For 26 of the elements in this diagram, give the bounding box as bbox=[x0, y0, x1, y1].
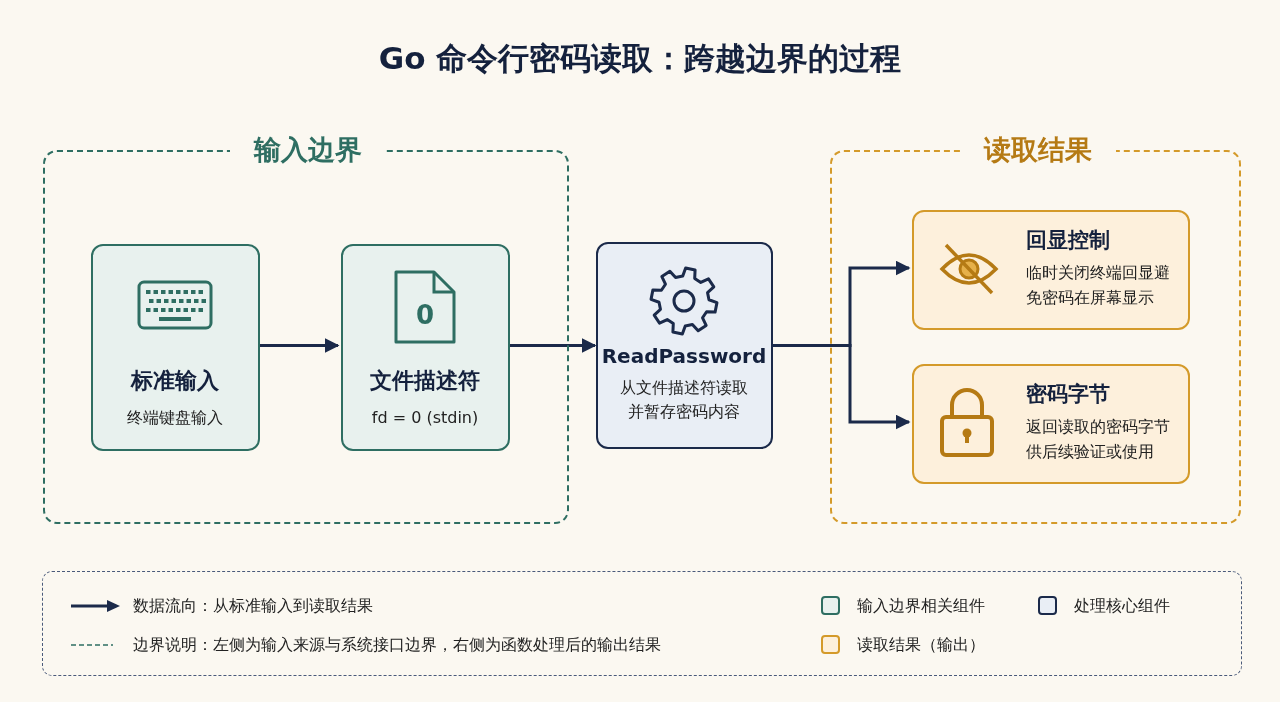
box-description: 返回读取的密码字节供后续验证或使用 bbox=[1026, 416, 1171, 463]
legend-text: 读取结果（输出） bbox=[857, 634, 985, 656]
process-box bbox=[912, 210, 1190, 330]
box-description: 从文件描述符读取并暂存密码内容 bbox=[619, 377, 749, 423]
legend-text: 边界说明：左侧为输入来源与系统接口边界，右侧为函数处理后的输出结果 bbox=[133, 634, 661, 656]
process-box bbox=[912, 364, 1190, 484]
box-title: 密码字节 bbox=[1026, 381, 1110, 408]
arrow bbox=[508, 338, 597, 353]
legend-text: 处理核心组件 bbox=[1074, 595, 1170, 617]
process-box bbox=[341, 244, 510, 451]
legend-text: 数据流向：从标准输入到读取结果 bbox=[133, 595, 373, 617]
arrow bbox=[258, 338, 340, 353]
file-digit: 0 bbox=[414, 300, 436, 330]
box-description: 临时关闭终端回显避免密码在屏幕显示 bbox=[1026, 262, 1171, 309]
box-title: 标准输入 bbox=[129, 367, 220, 395]
box-description: fd = 0 (stdin) bbox=[370, 407, 480, 429]
group-heading: 输入边界 bbox=[45, 132, 571, 168]
box-title: ReadPassword bbox=[600, 344, 768, 368]
diagram-title: Go 命令行密码读取：跨越边界的过程 bbox=[377, 39, 903, 78]
group-heading: 读取结果 bbox=[832, 132, 1243, 168]
process-box bbox=[91, 244, 260, 451]
box-description: 终端键盘输入 bbox=[126, 407, 224, 429]
box-title: 文件描述符 bbox=[369, 367, 481, 395]
box-title: 回显控制 bbox=[1026, 227, 1110, 254]
legend-text: 输入边界相关组件 bbox=[857, 595, 985, 617]
process-box bbox=[596, 242, 773, 449]
